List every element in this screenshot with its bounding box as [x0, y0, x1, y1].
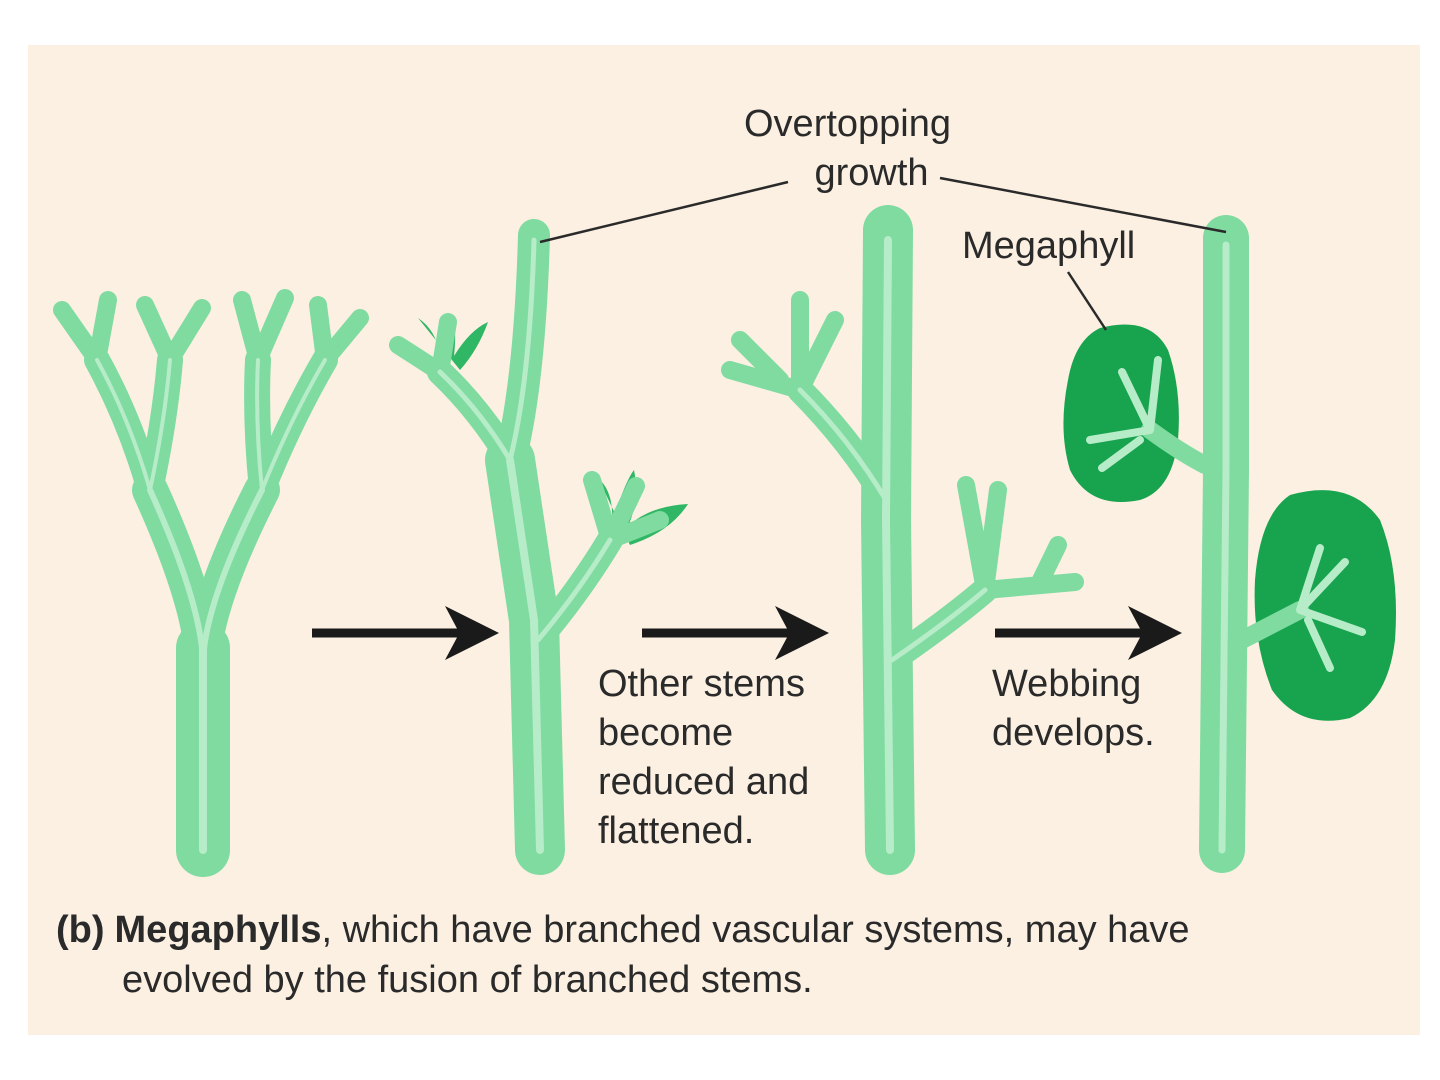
- stage-1-branched-stems: [53, 289, 369, 877]
- other-stems-label: Other stems become reduced and flattened…: [598, 660, 809, 856]
- label-line: flattened.: [598, 810, 755, 852]
- figure-panel: [28, 45, 1420, 1035]
- leader-line-megaphyll: [1066, 271, 1108, 331]
- caption-line-2: evolved by the fusion of branched stems.: [122, 959, 813, 1001]
- lower-megaphyll-leaf: [1254, 490, 1396, 721]
- caption-prefix: (b): [56, 909, 105, 951]
- stage-3-reduced-branches: [721, 205, 1084, 875]
- leader-line-overtopping-left: [539, 180, 789, 244]
- label-line: reduced and: [598, 761, 810, 803]
- label-line: Webbing: [992, 663, 1142, 705]
- label-line: become: [598, 712, 734, 754]
- stage-4-megaphylls: [1063, 215, 1396, 873]
- label-line: Overtopping: [744, 103, 952, 145]
- overtopping-growth-label: Overtopping growth: [744, 100, 951, 198]
- label-line: growth: [814, 152, 929, 194]
- caption-line-1: , which have branched vascular systems, …: [321, 909, 1190, 951]
- label-line: Other stems: [598, 663, 805, 705]
- leader-line-overtopping-right: [939, 176, 1227, 234]
- label-line: develops.: [992, 712, 1155, 754]
- megaphyll-label: Megaphyll: [962, 225, 1136, 267]
- stage-2-overtopping-stem: [389, 219, 688, 875]
- webbing-label: Webbing develops.: [992, 660, 1155, 758]
- upper-megaphyll-leaf: [1063, 324, 1179, 502]
- caption-term: Megaphylls: [114, 909, 322, 951]
- figure-caption: (b)Megaphylls, which have branched vascu…: [56, 905, 1396, 1005]
